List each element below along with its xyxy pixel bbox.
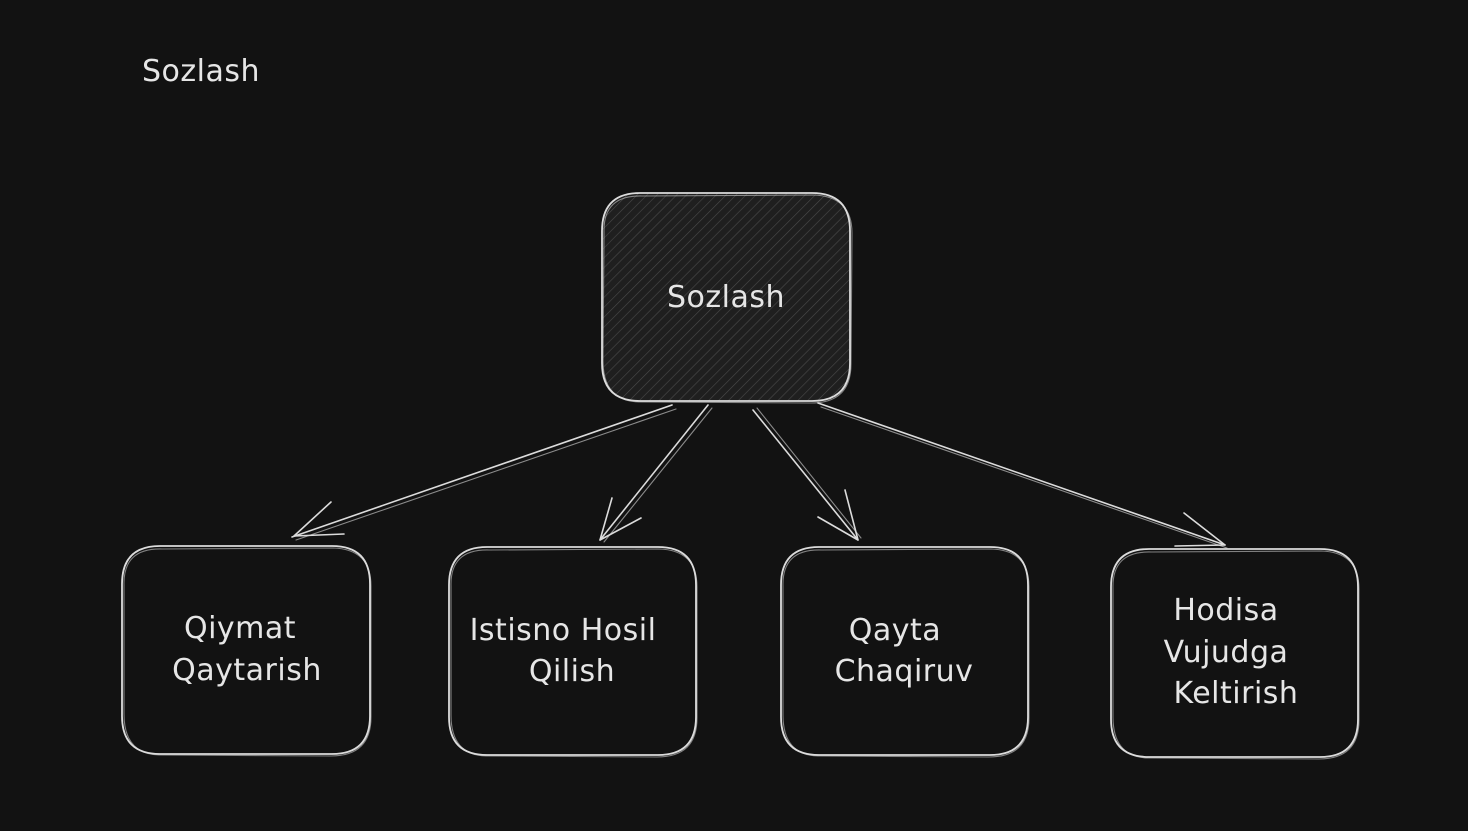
edge-root-to-qayta	[752, 407, 862, 541]
node-hodisa-line2: Vujudga	[1164, 635, 1289, 670]
node-qayta-chaqiruv[interactable]: Qayta Chaqiruv	[780, 546, 1030, 758]
node-hodisa-line3: Keltirish	[1174, 676, 1299, 711]
node-qayta-line2: Chaqiruv	[835, 654, 974, 689]
node-istisno-hosil-qilish[interactable]: Istisno Hosil Qilish	[448, 546, 698, 758]
root-node-label: Sozlash	[667, 280, 785, 315]
edge-root-to-hodisa	[817, 402, 1228, 549]
page-title: Sozlash	[142, 54, 261, 89]
node-qiymat-line2: Qaytarish	[172, 653, 322, 688]
node-istisno-line1: Istisno Hosil	[470, 613, 657, 648]
node-hodisa-line1: Hodisa	[1173, 593, 1278, 628]
node-qayta-line1: Qayta	[849, 613, 941, 648]
root-node[interactable]: Sozlash	[601, 192, 853, 404]
edge-root-to-qiymat	[291, 404, 677, 541]
edge-root-to-istisno	[599, 404, 713, 543]
node-hodisa-vujudga-keltirish[interactable]: Hodisa Vujudga Keltirish	[1110, 548, 1360, 760]
node-istisno-line2: Qilish	[529, 654, 615, 689]
node-qiymat-line1: Qiymat	[184, 611, 296, 646]
node-qiymat-qaytarish[interactable]: Qiymat Qaytarish	[121, 545, 372, 757]
